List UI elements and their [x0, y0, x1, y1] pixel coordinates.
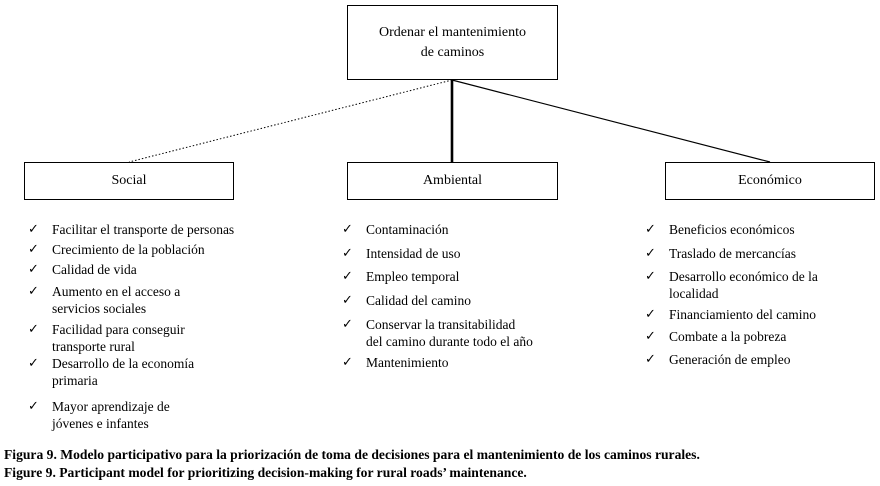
check-mark-icon: ✓ [342, 246, 353, 261]
economico-criterion-text: Generación de empleo [669, 352, 791, 367]
social-criterion-text: Facilidad para conseguir [52, 322, 185, 337]
category-economico: Económico [665, 162, 875, 200]
social-criterion-text: servicios sociales [52, 301, 147, 316]
check-mark-icon: ✓ [645, 269, 656, 284]
ambiental-criterion-text: Empleo temporal [366, 269, 460, 284]
root-label-line1: Ordenar el mantenimiento [379, 24, 526, 40]
social-criterion-text: Desarrollo de la economía [52, 356, 195, 371]
ambiental-criterion-text: Calidad del camino [366, 293, 471, 308]
economico-criterion-text: Beneficios económicos [669, 222, 795, 237]
ambiental-criterion-item: ✓ Mantenimiento [342, 354, 632, 371]
root-node: Ordenar el mantenimiento de caminos [347, 5, 558, 80]
check-mark-icon: ✓ [342, 317, 353, 332]
ambiental-criterion-item: ✓ Calidad del camino [342, 292, 632, 309]
figure-caption-english: Figure 9. Participant model for prioriti… [4, 465, 527, 480]
economico-criterion-text: Traslado de mercancías [669, 246, 796, 261]
economico-criterion-text: localidad [669, 286, 719, 301]
ambiental-criterion-item: ✓ Contaminación [342, 221, 632, 238]
ambiental-criterion-item: ✓ Intensidad de uso [342, 245, 632, 262]
social-criterion-item: ✓ Facilitar el transporte de personas [28, 221, 318, 238]
ambiental-criterion-item: ✓ Empleo temporal [342, 268, 632, 285]
social-criterion-item: ✓ Facilidad para conseguir transporte rura… [28, 321, 318, 355]
check-mark-icon: ✓ [645, 307, 656, 322]
check-mark-icon: ✓ [645, 329, 656, 344]
social-criterion-item: ✓ Calidad de vida [28, 261, 318, 278]
ambiental-criterion-item: ✓ Conservar la transitabilidad del camino … [342, 316, 632, 350]
ambiental-criterion-text: del camino durante todo el año [366, 334, 533, 349]
check-mark-icon: ✓ [645, 352, 656, 367]
check-mark-icon: ✓ [342, 293, 353, 308]
economico-criterion-item: ✓ Generación de empleo [645, 351, 875, 368]
check-mark-icon: ✓ [28, 222, 39, 237]
check-mark-icon: ✓ [342, 355, 353, 370]
economico-criterion-text: Financiamiento del camino [669, 307, 816, 322]
social-criterion-text: transporte rural [52, 339, 135, 354]
social-criterion-item: ✓ Aumento en el acceso a servicios sociale… [28, 283, 318, 317]
social-criterion-item: ✓ Crecimiento de la población [28, 241, 318, 258]
economico-criterion-item: ✓ Beneficios económicos [645, 221, 875, 238]
check-mark-icon: ✓ [342, 269, 353, 284]
check-mark-icon: ✓ [28, 262, 39, 277]
check-mark-icon: ✓ [28, 356, 39, 371]
social-criterion-text: Crecimiento de la población [52, 242, 205, 257]
check-mark-icon: ✓ [28, 399, 39, 414]
economico-criterion-item: ✓ Desarrollo económico de la localidad [645, 268, 875, 302]
check-mark-icon: ✓ [645, 222, 656, 237]
check-mark-icon: ✓ [28, 242, 39, 257]
ambiental-criterion-text: Mantenimiento [366, 355, 449, 370]
check-mark-icon: ✓ [342, 222, 353, 237]
social-criterion-text: Aumento en el acceso a [52, 284, 181, 299]
ambiental-criterion-text: Contaminación [366, 222, 449, 237]
figure-caption-spanish: Figura 9. Modelo participativo para la p… [4, 447, 700, 462]
check-mark-icon: ✓ [645, 246, 656, 261]
check-mark-icon: ✓ [28, 322, 39, 337]
social-criterion-item: ✓ Mayor aprendizaje de jóvenes e infantes [28, 398, 318, 432]
economico-criterion-text: Combate a la pobreza [669, 329, 787, 344]
social-criterion-text: Mayor aprendizaje de [52, 399, 170, 414]
economico-criterion-text: Desarrollo económico de la [669, 269, 818, 284]
category-ambiental: Ambiental [347, 162, 558, 200]
ambiental-criterion-text: Intensidad de uso [366, 246, 461, 261]
category-social: Social [24, 162, 234, 200]
ambiental-criterion-text: Conservar la transitabilidad [366, 317, 516, 332]
economico-criterion-item: ✓ Financiamiento del camino [645, 306, 875, 323]
connector-root-social [128, 79, 453, 163]
economico-criterion-item: ✓ Traslado de mercancías [645, 245, 875, 262]
social-criterion-text: jóvenes e infantes [52, 416, 149, 431]
check-mark-icon: ✓ [28, 284, 39, 299]
root-label-line2: de caminos [420, 44, 485, 60]
social-criterion-text: Calidad de vida [52, 262, 137, 277]
connector-root-economico [451, 79, 771, 163]
economico-criterion-item: ✓ Combate a la pobreza [645, 328, 875, 345]
social-criterion-text: primaria [52, 373, 98, 388]
social-criterion-text: Facilitar el transporte de personas [52, 222, 235, 237]
social-criterion-item: ✓ Desarrollo de la economía primaria [28, 355, 318, 389]
